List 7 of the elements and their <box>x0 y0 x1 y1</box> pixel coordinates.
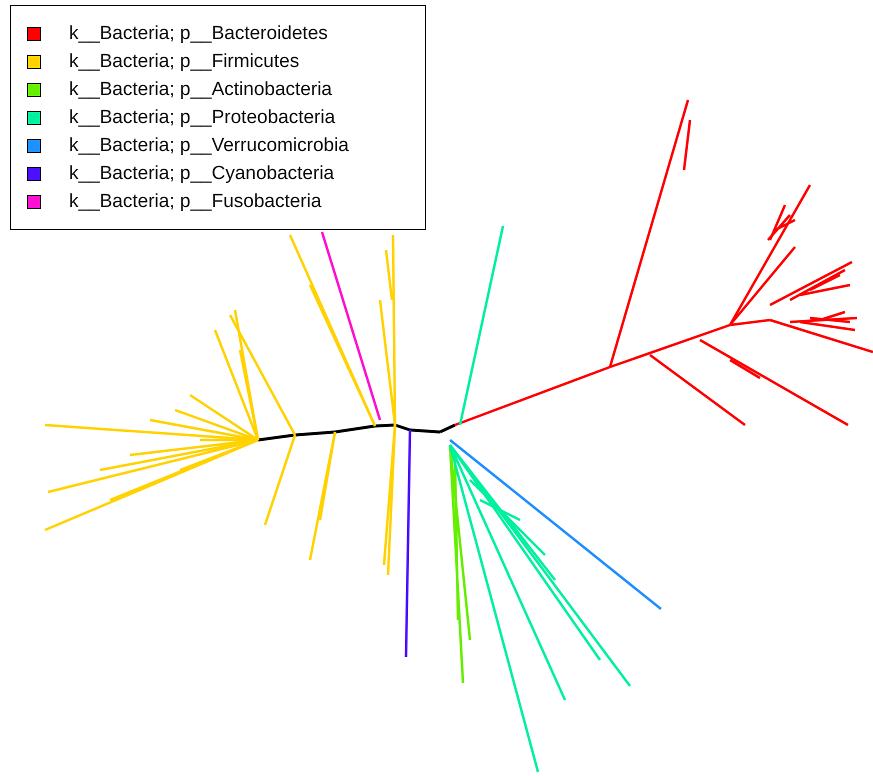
legend-label: k__Bacteria; p__Verrucomicrobia <box>69 135 349 157</box>
legend-label: k__Bacteria; p__Fusobacteria <box>69 191 322 213</box>
legend-label: k__Bacteria; p__Cyanobacteria <box>69 163 334 185</box>
legend-label: k__Bacteria; p__Proteobacteria <box>69 107 336 129</box>
legend-label: k__Bacteria; p__Firmicutes <box>69 51 300 73</box>
legend-label: k__Bacteria; p__Bacteroidetes <box>69 23 328 45</box>
legend-label: k__Bacteria; p__Actinobacteria <box>69 79 332 101</box>
